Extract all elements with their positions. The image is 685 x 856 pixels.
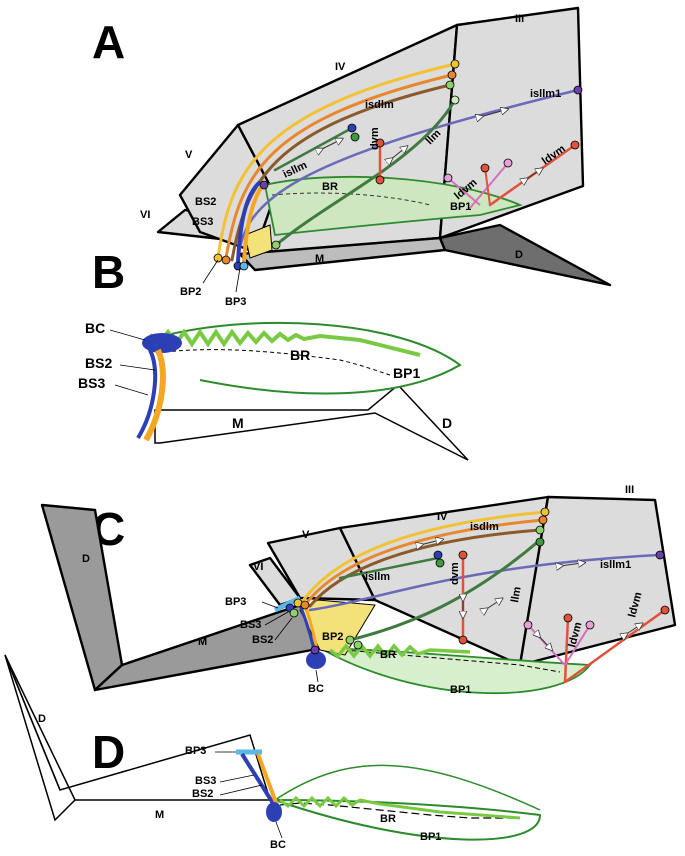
label-m-c: M [198, 636, 207, 648]
label-bs2-b: BS2 [85, 355, 112, 371]
label-vi-c: VI [253, 561, 263, 573]
label-bs3-b: BS3 [78, 375, 105, 391]
muscle-idvm-a [469, 162, 509, 209]
br-dash-a [271, 192, 431, 206]
br-zigzag-d [279, 795, 521, 820]
label-iv-c: IV [437, 511, 448, 523]
label-isllm1-c: isllm1 [600, 559, 631, 571]
label-vi-a: VI [140, 209, 150, 221]
label-bp2-c: BP2 [322, 631, 343, 643]
panel-b: B BC BS2 BS3 BR BP1 M D [78, 246, 469, 461]
bs2-b [143, 348, 166, 442]
label-br-d: BR [380, 813, 396, 825]
label-llm-c: llm [509, 586, 524, 604]
label-bp1-d: BP1 [420, 831, 441, 843]
label-bs2-a: BS2 [195, 196, 216, 208]
muscle-isllm-a [273, 126, 354, 172]
label-bs2-c: BS2 [252, 634, 273, 646]
label-d-b: D [442, 415, 452, 431]
bs3-a [236, 180, 262, 263]
muscle-isllm1-a [236, 88, 580, 267]
label-v-c: V [302, 529, 310, 541]
label-m-d: M [155, 809, 164, 821]
label-br-a: BR [322, 181, 338, 193]
bp2-region-a [244, 224, 273, 259]
label-bc-d: BC [270, 839, 286, 851]
label-bp1-c: BP1 [450, 684, 471, 696]
panel-b-letter: B [92, 246, 125, 298]
label-bp3-d: BP3 [185, 745, 206, 757]
muscle-llm-a [274, 98, 457, 247]
label-bp1-b: BP1 [393, 365, 420, 381]
label-d-d: D [38, 713, 46, 725]
label-isllm1-a: isllm1 [530, 88, 561, 100]
label-isdlm-a: isdlm [365, 99, 394, 111]
segment-iii [438, 6, 585, 240]
label-isdlm-c: isdlm [470, 521, 499, 533]
br-zigzag-c [328, 643, 471, 659]
label-iii-c: III [625, 484, 634, 496]
label-br-b: BR [290, 347, 310, 363]
panel-a: A [92, 6, 612, 308]
label-iv-a: IV [335, 61, 346, 73]
br-zigzag-b [148, 328, 421, 357]
label-bs3-c: BS3 [240, 619, 261, 631]
label-d-a: D [515, 249, 523, 261]
label-bp3-c: BP3 [225, 596, 246, 608]
leg-d-a [438, 223, 612, 287]
label-bp3-a: BP3 [225, 296, 246, 308]
bc-c [306, 651, 326, 669]
label-bs2-d: BS2 [192, 788, 213, 800]
label-bp2-a: BP2 [180, 286, 201, 298]
muscle-brown-a [230, 83, 452, 262]
leg-outline-b [154, 383, 469, 461]
bs3-b [136, 349, 158, 440]
muscle-orange-a [224, 73, 454, 260]
bc-b [142, 333, 182, 353]
label-bc-b: BC [85, 320, 105, 336]
leg-m-c [93, 603, 322, 692]
panel-d-letter: D [92, 726, 125, 778]
label-dvm-a: dvm [369, 127, 381, 150]
label-bs3-d: BS3 [195, 775, 216, 787]
label-dvm-c: dvm [449, 562, 461, 585]
label-d-c: D [82, 553, 90, 565]
panel-d: D BP3 BS3 BS2 BC BR BP1 M D [4, 654, 542, 851]
label-iii-a: III [515, 13, 524, 25]
label-m-b: M [232, 415, 244, 431]
label-isllm-c: isllm [365, 571, 390, 583]
label-m-a: M [315, 253, 324, 265]
label-bc-c: BC [308, 683, 324, 695]
label-v-a: V [185, 149, 193, 161]
label-bs3-a: BS3 [192, 216, 213, 228]
label-br-c: BR [380, 649, 396, 661]
bp1-outline-d [274, 799, 542, 841]
bp1-region-a [263, 175, 523, 236]
br-dash-b [164, 349, 391, 376]
bc-d [266, 802, 282, 822]
panel-c: C [40, 484, 677, 696]
muscle-yellow-a [216, 62, 457, 260]
label-bp1-a: BP1 [450, 201, 471, 213]
panel-a-letter: A [92, 16, 125, 68]
